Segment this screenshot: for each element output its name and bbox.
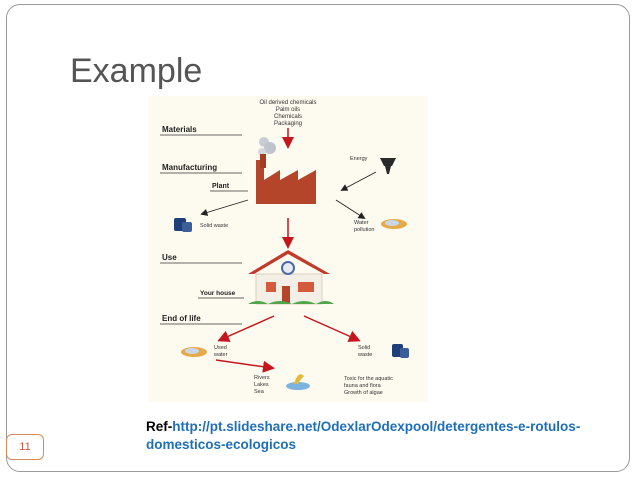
input-4: Packaging [274, 121, 302, 127]
power-pylon-icon [380, 158, 396, 174]
slide-title: Example [70, 52, 203, 90]
stage-end-of-life: End of life [162, 314, 201, 323]
lifecycle-diagram: Oil derived chemicals Palm oils Chemical… [148, 96, 428, 402]
toxic-line-3: Growth of algae [344, 390, 383, 396]
grass-icon [248, 301, 334, 304]
solid-waste-end-line-1: Solid [358, 345, 370, 351]
house-roof-icon [248, 250, 330, 274]
reference-link[interactable]: http://pt.slideshare.net/OdexlarOdexpool… [146, 419, 581, 452]
used-water-line-2: water [213, 352, 228, 358]
arrow-house-to-solid-waste [303, 315, 361, 342]
stage-use: Use [162, 253, 177, 262]
stage-materials: Materials [162, 125, 197, 134]
input-1: Oil derived chemicals [259, 100, 316, 106]
house-window [266, 282, 276, 292]
arrow-plant-to-solid-waste [200, 199, 249, 216]
page-number-box: 11 [6, 434, 44, 460]
factory-icon [256, 160, 316, 204]
house-door [282, 286, 290, 304]
solid-waste-end-line-2: waste [357, 352, 372, 358]
plant-label: Plant [212, 183, 230, 190]
factory-chimney [260, 154, 266, 168]
arrow-plant-to-water-pollution [335, 199, 366, 219]
input-3: Chemicals [274, 114, 302, 120]
arrow-house-to-used-water [217, 315, 275, 342]
toxic-line-2: fauna and flora [344, 383, 382, 389]
fish-icon [294, 374, 304, 384]
stage-manufacturing: Manufacturing [162, 163, 217, 172]
puddle-icon [385, 220, 399, 226]
toxic-line-1: Toxic for the aquatic [344, 376, 393, 382]
arrow-used-water-to-rivers [215, 359, 275, 373]
page-number: 11 [19, 441, 31, 453]
reference-text: Ref-http://pt.slideshare.net/OdexlarOdex… [146, 418, 606, 454]
rivers-line-3: Sea [254, 389, 265, 395]
water-pollution-line-2: pollution [354, 227, 375, 233]
house-wreath-icon [281, 261, 295, 275]
house-window [298, 282, 314, 292]
smoke-cloud [264, 142, 276, 154]
trash-bin-icon [400, 348, 409, 358]
slide-frame [6, 4, 630, 472]
trash-bin-icon [182, 222, 192, 232]
rivers-line-1: Rivers [254, 375, 270, 381]
house-label: Your house [200, 290, 236, 297]
reference-label: Ref- [146, 419, 173, 434]
energy-label: Energy [350, 156, 368, 162]
puddle-icon [185, 348, 199, 354]
rivers-line-2: Lakes [254, 382, 269, 388]
water-icon [286, 382, 310, 390]
arrow-energy-to-plant [340, 171, 377, 191]
input-2: Palm oils [276, 107, 300, 113]
solid-waste-label: Solid waste [200, 223, 228, 229]
used-water-line-1: Used [214, 345, 227, 351]
lifecycle-diagram-svg: Oil derived chemicals Palm oils Chemical… [160, 100, 409, 396]
water-pollution-line-1: Water [354, 220, 369, 226]
